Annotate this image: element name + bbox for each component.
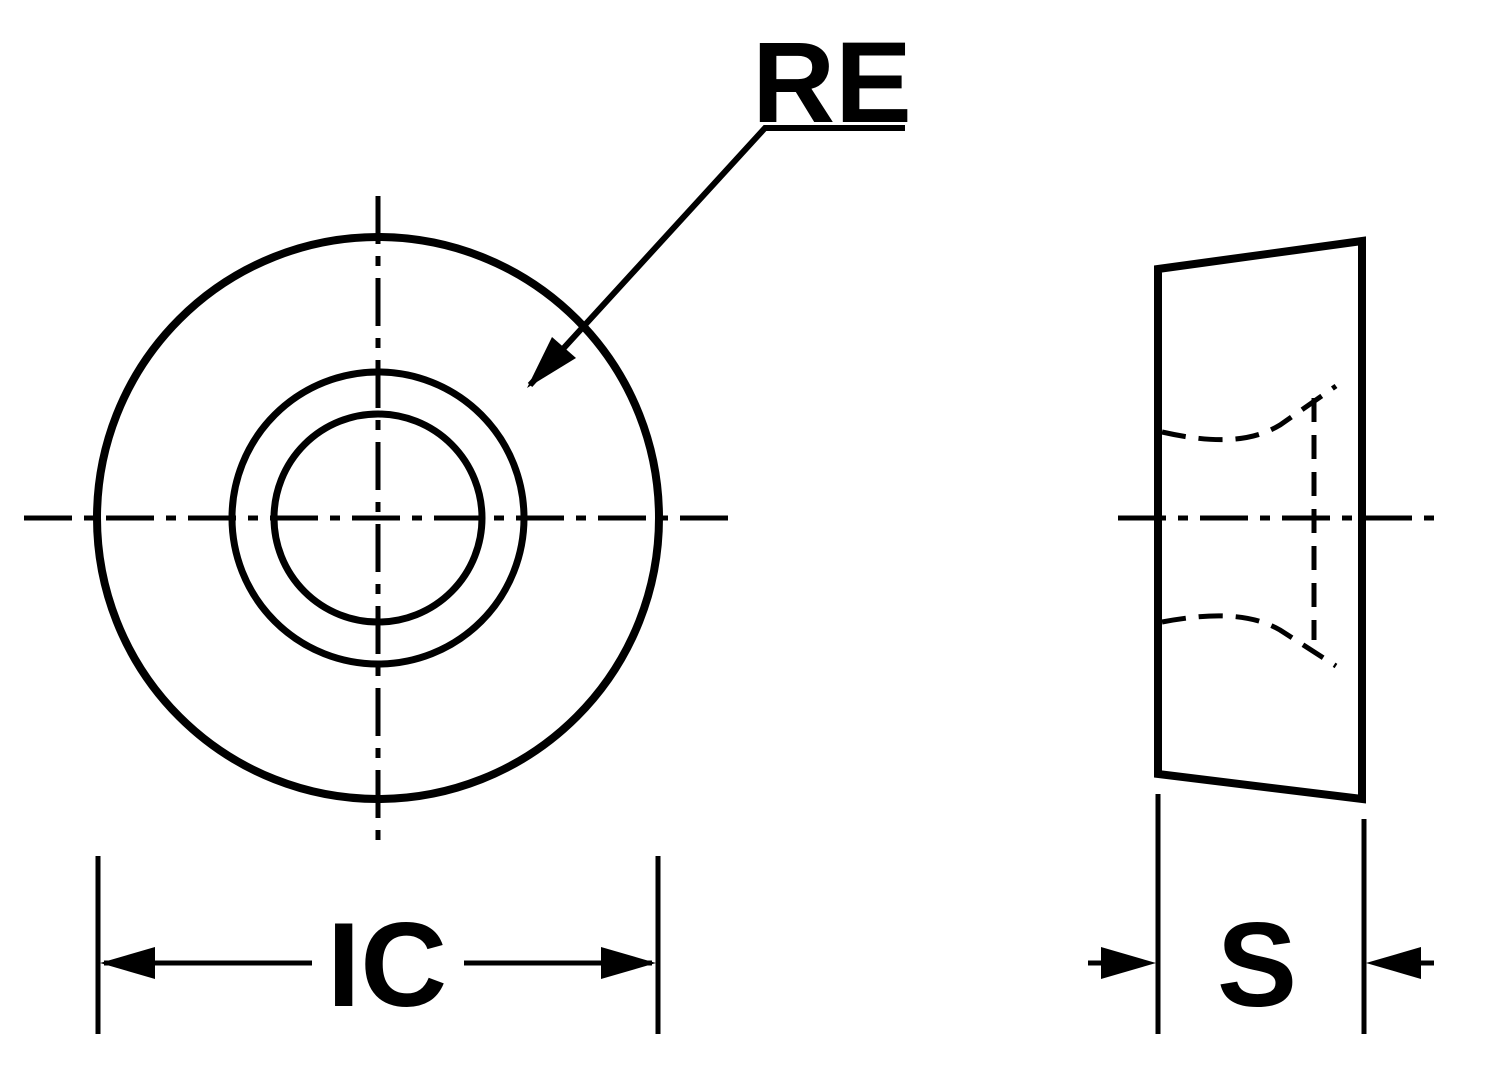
side-view [1118,236,1434,804]
s-dimension: S [1088,794,1434,1034]
re-leader-line [527,125,905,388]
ic-dimension: IC [95,856,661,1034]
re-arrowhead-icon [527,337,576,388]
ic-label: IC [327,898,447,1032]
hidden-hole-top-line [1161,383,1338,443]
s-label: S [1217,898,1297,1032]
re-callout: RE [527,19,912,388]
ic-arrowhead-right-icon [601,947,656,979]
hidden-hole-bottom-line [1161,613,1338,669]
s-arrowhead-right-icon [1366,947,1421,979]
re-label: RE [752,19,912,147]
front-view [24,196,732,848]
s-arrowhead-left-icon [1101,947,1156,979]
ic-arrowhead-left-icon [100,947,155,979]
insert-side-profile [1154,236,1366,804]
